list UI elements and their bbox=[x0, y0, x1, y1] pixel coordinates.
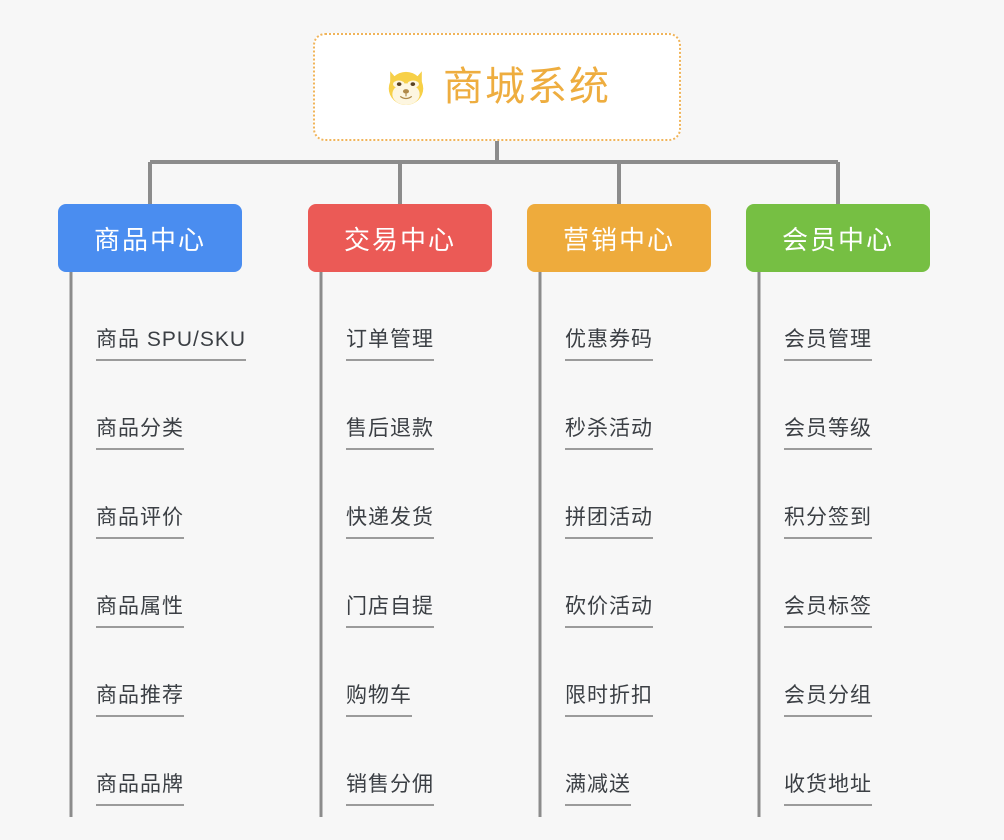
leaf-label: 砍价活动 bbox=[565, 596, 653, 628]
category-column-product-center: 商品中心商品 SPU/SKU 商品分类商品评价商品属性商品推荐商品品牌 bbox=[58, 204, 247, 806]
leaf-label: 售后退款 bbox=[346, 418, 434, 450]
leaf-item[interactable]: 商品分类 bbox=[58, 361, 242, 450]
category-label: 会员中心 bbox=[781, 224, 894, 255]
category-box-member-center[interactable]: 会员中心 bbox=[746, 204, 930, 272]
leaf-label: 收货地址 bbox=[784, 774, 872, 806]
category-box-product-center[interactable]: 商品中心 bbox=[58, 204, 242, 272]
leaf-label: 订单管理 bbox=[346, 329, 434, 361]
leaf-item[interactable]: 优惠券码 bbox=[527, 272, 711, 361]
root-title: 商城系统 bbox=[443, 65, 611, 109]
leaf-item[interactable]: 会员等级 bbox=[746, 361, 930, 450]
leaf-list-member-center: 会员管理会员等级积分签到会员标签会员分组收货地址 bbox=[746, 272, 930, 806]
leaf-label: 商品推荐 bbox=[96, 685, 184, 717]
leaf-label: 秒杀活动 bbox=[565, 418, 653, 450]
leaf-item[interactable]: 砍价活动 bbox=[527, 539, 711, 628]
leaf-label: 会员管理 bbox=[784, 329, 872, 361]
leaf-label: 商品分类 bbox=[96, 418, 184, 450]
leaf-item[interactable]: 商品 SPU/SKU bbox=[58, 272, 247, 361]
leaf-list-trade-center: 订单管理售后退款快递发货门店自提购物车销售分佣 bbox=[308, 272, 492, 806]
leaf-item[interactable]: 积分签到 bbox=[746, 450, 930, 539]
leaf-label: 积分签到 bbox=[784, 507, 872, 539]
leaf-item[interactable]: 购物车 bbox=[308, 628, 492, 717]
leaf-label: 商品品牌 bbox=[96, 774, 184, 806]
leaf-item[interactable]: 会员标签 bbox=[746, 539, 930, 628]
category-column-marketing-center: 营销中心优惠券码秒杀活动拼团活动砍价活动限时折扣满减送 bbox=[527, 204, 711, 806]
root-node[interactable]: 商城系统 bbox=[313, 33, 681, 141]
leaf-item[interactable]: 订单管理 bbox=[308, 272, 492, 361]
leaf-label: 销售分佣 bbox=[346, 774, 434, 806]
category-label: 商品中心 bbox=[93, 224, 206, 255]
leaf-label: 商品评价 bbox=[96, 507, 184, 539]
leaf-item[interactable]: 商品属性 bbox=[58, 539, 242, 628]
leaf-item[interactable]: 满减送 bbox=[527, 717, 711, 806]
leaf-item[interactable]: 售后退款 bbox=[308, 361, 492, 450]
leaf-item[interactable]: 商品品牌 bbox=[58, 717, 242, 806]
leaf-item[interactable]: 会员管理 bbox=[746, 272, 930, 361]
leaf-item[interactable]: 快递发货 bbox=[308, 450, 492, 539]
leaf-label: 限时折扣 bbox=[565, 685, 653, 717]
leaf-item[interactable]: 限时折扣 bbox=[527, 628, 711, 717]
leaf-list-marketing-center: 优惠券码秒杀活动拼团活动砍价活动限时折扣满减送 bbox=[527, 272, 711, 806]
leaf-item[interactable]: 商品推荐 bbox=[58, 628, 242, 717]
category-column-member-center: 会员中心会员管理会员等级积分签到会员标签会员分组收货地址 bbox=[746, 204, 930, 806]
leaf-list-product-center: 商品 SPU/SKU 商品分类商品评价商品属性商品推荐商品品牌 bbox=[58, 272, 247, 806]
leaf-item[interactable]: 秒杀活动 bbox=[527, 361, 711, 450]
category-box-trade-center[interactable]: 交易中心 bbox=[308, 204, 492, 272]
category-label: 营销中心 bbox=[562, 224, 675, 255]
leaf-item[interactable]: 会员分组 bbox=[746, 628, 930, 717]
leaf-label: 优惠券码 bbox=[565, 329, 653, 361]
category-label: 交易中心 bbox=[343, 224, 456, 255]
leaf-label: 会员等级 bbox=[784, 418, 872, 450]
leaf-label: 拼团活动 bbox=[565, 507, 653, 539]
leaf-label: 商品属性 bbox=[96, 596, 184, 628]
leaf-label: 商品 SPU/SKU bbox=[96, 329, 247, 361]
leaf-item[interactable]: 销售分佣 bbox=[308, 717, 492, 806]
leaf-label: 快递发货 bbox=[346, 507, 434, 539]
category-column-trade-center: 交易中心订单管理售后退款快递发货门店自提购物车销售分佣 bbox=[308, 204, 492, 806]
leaf-label: 会员分组 bbox=[784, 685, 872, 717]
shiba-dog-face-icon bbox=[388, 71, 424, 107]
leaf-label: 会员标签 bbox=[784, 596, 872, 628]
leaf-label: 门店自提 bbox=[346, 596, 434, 628]
leaf-item[interactable]: 收货地址 bbox=[746, 717, 930, 806]
leaf-item[interactable]: 拼团活动 bbox=[527, 450, 711, 539]
leaf-label: 购物车 bbox=[346, 685, 412, 717]
leaf-item[interactable]: 商品评价 bbox=[58, 450, 242, 539]
category-box-marketing-center[interactable]: 营销中心 bbox=[527, 204, 711, 272]
leaf-item[interactable]: 门店自提 bbox=[308, 539, 492, 628]
leaf-label: 满减送 bbox=[565, 774, 631, 806]
